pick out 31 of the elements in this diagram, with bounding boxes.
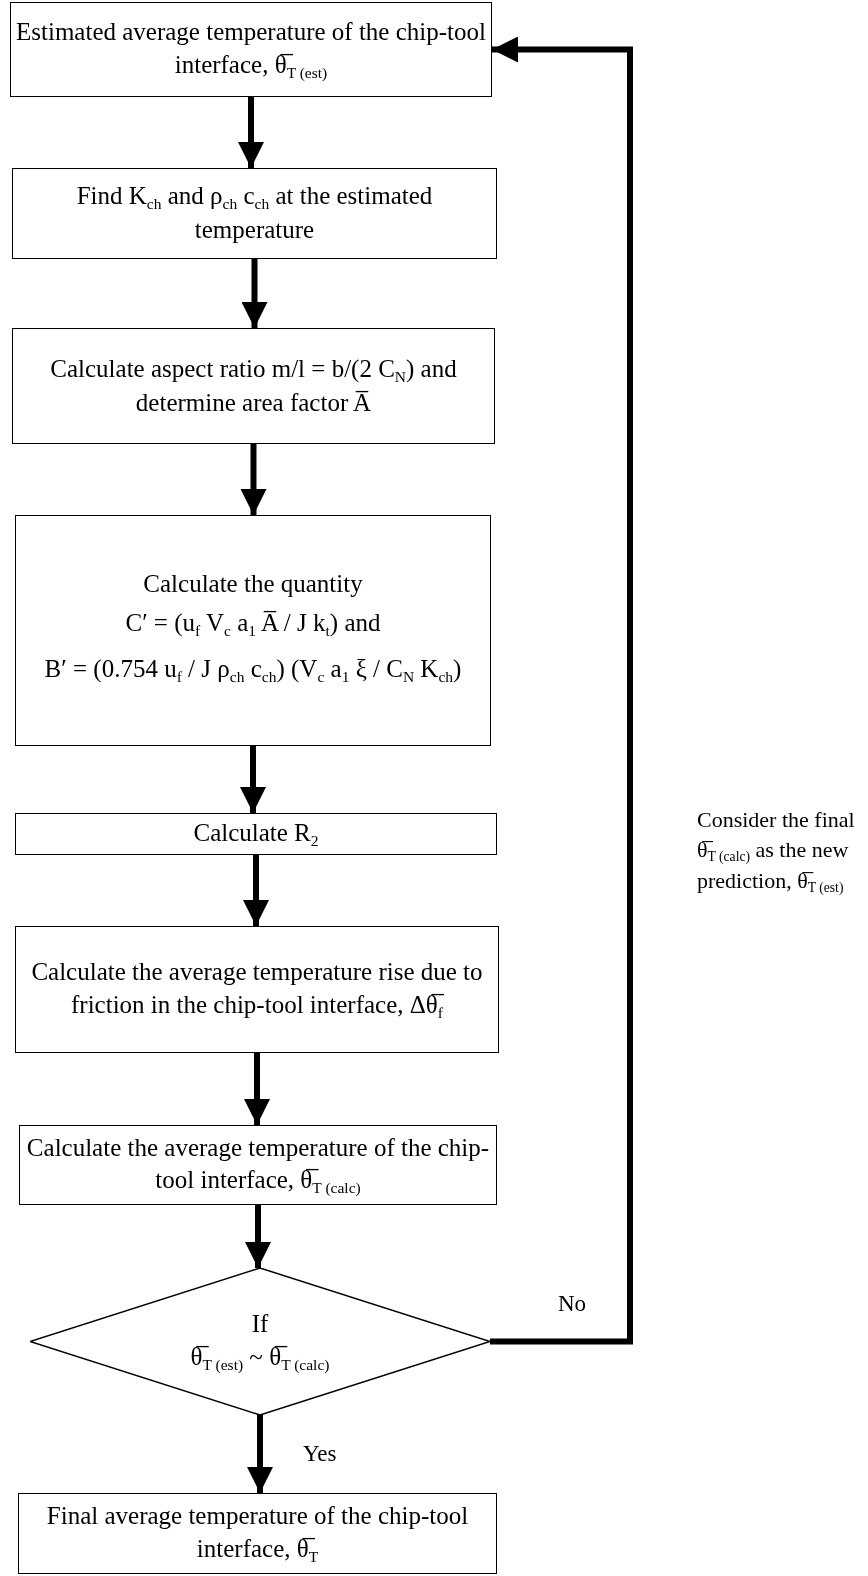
node-text: θ̅$_{T (est)}$ ~ θ̅$_{T (calc)}$ — [189, 1341, 331, 1375]
process-box — [19, 1125, 497, 1205]
node-text: Calculate the average temperature rise due to friction in the chip-tool interface, Δθ̅$_{f}$ — [30, 957, 484, 1023]
arrow — [238, 97, 264, 168]
note-text: Consider the final θ̅$_{T (calc)}$ as the new prediction, θ̅$_{T (est)}$ — [697, 806, 856, 898]
process-box — [12, 168, 497, 259]
process-box — [18, 1493, 497, 1574]
arrow — [244, 1053, 270, 1125]
arrow — [241, 259, 268, 328]
box-heading: Calculate the quantity — [142, 569, 364, 600]
node-text: Final average temperature of the chip-tool interface, θ̅$_{T}$ — [45, 1501, 470, 1567]
arrow — [243, 855, 269, 926]
process-box — [15, 813, 497, 855]
process-box — [10, 2, 492, 97]
arrow — [240, 444, 267, 515]
process-box — [15, 926, 499, 1053]
process-box — [15, 515, 491, 746]
decision-diamond — [30, 1268, 490, 1415]
node-text: Find K$_{ch}$ and ρ$_{ch}$ c$_{ch}$ at the estimated temperature — [75, 181, 434, 246]
arrow — [240, 746, 266, 813]
arrow — [245, 1205, 271, 1268]
formula-text: B′ = (0.754 u$_{f}$ / J ρ$_{ch}$ c$_{ch}$) (V$_{c}$ a$_{1}$ ξ / C$_{N}$ K$_{ch}$) — [43, 653, 463, 687]
formula-text: C′ = (u$_{f}$ V$_{c}$ a$_{1}$ A̅ / J k$_{t}$) and — [124, 607, 382, 641]
node-text: If — [250, 1309, 270, 1340]
arrow — [490, 36, 633, 1345]
arrow — [247, 1415, 273, 1493]
process-box — [12, 328, 495, 444]
node-text: Calculate aspect ratio m/l = b/(2 C$_{N}$) and determine area factor A̅ — [49, 353, 458, 418]
node-text: Calculate R$_{2}$ — [192, 818, 320, 851]
node-text: Calculate the average temperature of the chip-tool interface, θ̅$_{T (calc)}$ — [25, 1132, 491, 1198]
node-text: Estimated average temperature of the chip-tool interface, θ̅$_{T (est)}$ — [15, 17, 487, 83]
